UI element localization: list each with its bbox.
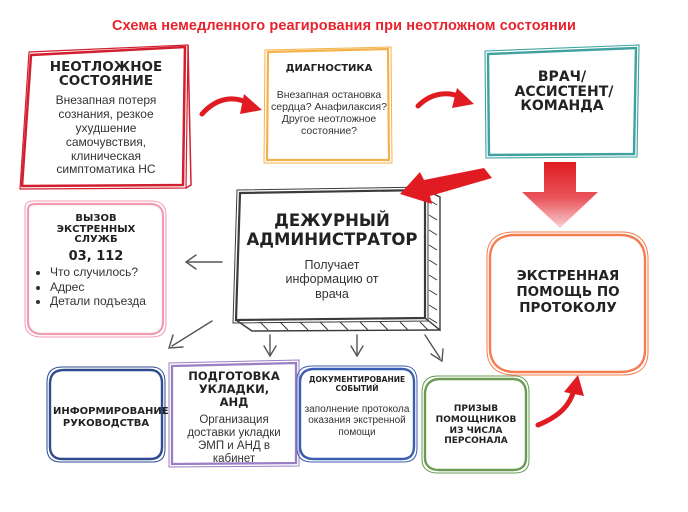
protocol-title: Экстренная помощь по протоколу <box>516 268 620 317</box>
arrow-emergency-diagnostics <box>199 94 262 117</box>
prep-frame <box>168 359 300 468</box>
diagnostics-text: Внезапная остановка сердца? Анафилаксия?… <box>271 88 387 137</box>
diagnostics-title: Диагностика <box>285 63 373 74</box>
emergency-text: Внезапная потеря сознания, резкое ухудше… <box>55 93 157 177</box>
protocol-frame <box>486 231 649 376</box>
doctor-frame <box>484 44 640 159</box>
diagnostics-node: Диагностика Внезапная остановка сердца? … <box>268 60 390 158</box>
calls-node: Вызов экстренных служб 03, 112 Что случи… <box>30 213 162 332</box>
docs-frame <box>296 365 418 463</box>
admin-node: Дежурный администратор Получает информац… <box>240 211 424 316</box>
prep-text: Организация доставки укладки ЭМП и АНД в… <box>187 413 281 466</box>
arrow-admin-prep <box>263 334 277 358</box>
calls-frame <box>24 200 167 338</box>
arrow-big-down <box>522 162 598 228</box>
calls-number: 03, 112 <box>68 248 124 264</box>
helpers-frame <box>421 375 530 474</box>
doctor-node: Врач/ Ассистент/ Команда <box>492 70 632 140</box>
admin-title: Дежурный администратор <box>246 211 418 249</box>
inform-frame <box>46 366 166 463</box>
inform-node: Информирование руководства <box>52 398 169 438</box>
admin-text: Получает информацию от врача <box>285 257 379 301</box>
doctor-title: Врач/ Ассистент/ Команда <box>514 69 614 115</box>
inform-title: Информирование руководства <box>53 405 169 430</box>
arrow-doctor-admin <box>400 168 492 204</box>
prep-node: Подготовка укладки, АНД Организация дост… <box>174 369 294 465</box>
protocol-node: Экстренная помощь по протоколу <box>494 268 642 348</box>
docs-title: Документирование событий <box>308 375 406 394</box>
helpers-node: Призыв помощников из числа персонала <box>428 404 524 454</box>
calls-item: Что случилось? <box>50 265 160 279</box>
helpers-title: Призыв помощников из числа персонала <box>435 404 517 447</box>
emergency-frame <box>19 44 192 190</box>
docs-text: заполнение протокола оказания экстренной… <box>304 403 410 438</box>
calls-item: Детали подъезда <box>50 294 160 308</box>
calls-list: Что случилось? Адрес Детали подъезда <box>32 265 160 308</box>
arrow-diagnostics-doctor <box>415 88 474 109</box>
docs-node: Документирование событий заполнение прот… <box>302 375 412 455</box>
diagram-title: Схема немедленного реагирования при неот… <box>111 18 577 34</box>
emergency-node: Неотложное состояние Внезапная потеря со… <box>30 60 182 182</box>
emergency-title: Неотложное состояние <box>49 59 163 90</box>
prep-title: Подготовка укладки, АНД <box>188 369 280 410</box>
calls-item: Адрес <box>50 280 160 294</box>
arrow-helpers-protocol <box>535 375 584 428</box>
arrow-admin-helpers <box>424 334 444 363</box>
arrow-admin-inform <box>168 320 213 349</box>
arrow-admin-calls <box>184 254 223 270</box>
arrow-admin-docs <box>350 334 364 358</box>
calls-title: Вызов экстренных служб <box>56 213 136 245</box>
diagnostics-frame <box>263 46 393 164</box>
